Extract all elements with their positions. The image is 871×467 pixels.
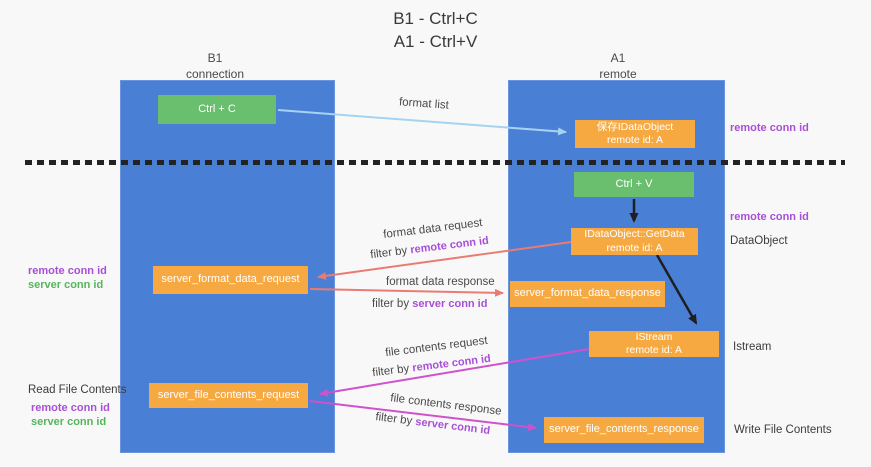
ctrl-c-node: Ctrl + C bbox=[158, 95, 276, 124]
save-idataobject-line1: 保存IDataObject bbox=[596, 120, 674, 133]
getdata-node: IDataObject::GetData remote id: A bbox=[571, 228, 698, 255]
format-list-label: format list bbox=[398, 96, 450, 112]
phase-divider-dashed-line bbox=[25, 160, 845, 165]
column-header-a1: A1 remote bbox=[558, 51, 678, 82]
save-idataobject-node: 保存IDataObject remote id: A bbox=[575, 120, 695, 148]
column-b1-role: connection bbox=[185, 66, 245, 81]
ctrl-c-label: Ctrl + C bbox=[198, 102, 236, 115]
remote-conn-id-label-top: remote conn id bbox=[730, 122, 809, 134]
column-a1-role: remote bbox=[599, 66, 637, 81]
dataobject-label: DataObject bbox=[730, 235, 788, 247]
filter-by-2-prefix: filter by bbox=[372, 298, 413, 310]
title-line-1: B1 - Ctrl+C bbox=[393, 9, 478, 28]
left-remote-conn-id-2: remote conn id bbox=[31, 402, 110, 414]
column-b1-name: B1 bbox=[207, 51, 223, 65]
server-file-contents-request-node: server_file_contents_request bbox=[149, 383, 308, 408]
server-file-contents-request-label: server_file_contents_request bbox=[157, 388, 300, 401]
filter-by-1-value: remote conn id bbox=[409, 234, 490, 257]
title-line-2: A1 - Ctrl+V bbox=[393, 31, 478, 51]
istream-line1: IStream bbox=[635, 330, 673, 343]
column-a1-name: A1 bbox=[610, 51, 626, 65]
filter-by-server-conn-id-2: filter by server conn id bbox=[375, 411, 491, 437]
left-remote-conn-id-1: remote conn id bbox=[28, 265, 107, 277]
server-file-contents-response-label: server_file_contents_response bbox=[549, 423, 699, 436]
istream-node: IStream remote id: A bbox=[589, 331, 719, 357]
server-format-data-response-node: server_format_data_response bbox=[510, 281, 665, 307]
filter-by-4-prefix: filter by bbox=[374, 411, 417, 428]
server-file-contents-response-node: server_file_contents_response bbox=[544, 417, 704, 443]
filter-by-2-value: server conn id bbox=[412, 298, 488, 310]
read-file-contents-label: Read File Contents bbox=[28, 384, 127, 396]
ctrl-v-node: Ctrl + V bbox=[574, 172, 694, 197]
filter-by-1-prefix: filter by bbox=[369, 244, 412, 262]
save-idataobject-line2: remote id: A bbox=[606, 134, 664, 146]
format-data-response-arrow bbox=[309, 288, 504, 297]
server-format-data-request-label: server_format_data_request bbox=[161, 273, 300, 286]
diagram-title: B1 - Ctrl+C A1 - Ctrl+V bbox=[0, 8, 871, 54]
write-file-contents-label: Write File Contents bbox=[734, 424, 832, 436]
ctrl-v-label: Ctrl + V bbox=[615, 177, 653, 190]
server-format-data-response-label: server_format_data_response bbox=[514, 287, 661, 300]
remote-conn-id-label-mid: remote conn id bbox=[730, 211, 809, 223]
filter-by-3-value: remote conn id bbox=[411, 352, 492, 375]
istream-line2: remote id: A bbox=[625, 344, 683, 356]
filter-by-server-conn-id-1: filter by server conn id bbox=[372, 298, 487, 310]
column-header-b1: B1 connection bbox=[155, 51, 275, 82]
left-server-conn-id-2: server conn id bbox=[31, 416, 107, 428]
filter-by-4-value: server conn id bbox=[414, 415, 491, 437]
istream-side-label: Istream bbox=[733, 341, 772, 353]
left-server-conn-id-1: server conn id bbox=[28, 279, 104, 291]
getdata-line1: IDataObject::GetData bbox=[584, 228, 685, 241]
format-data-response-label: format data response bbox=[386, 276, 495, 288]
server-format-data-request-node: server_format_data_request bbox=[153, 266, 308, 294]
filter-by-3-prefix: filter by bbox=[371, 362, 414, 380]
getdata-line2: remote id: A bbox=[606, 241, 663, 254]
